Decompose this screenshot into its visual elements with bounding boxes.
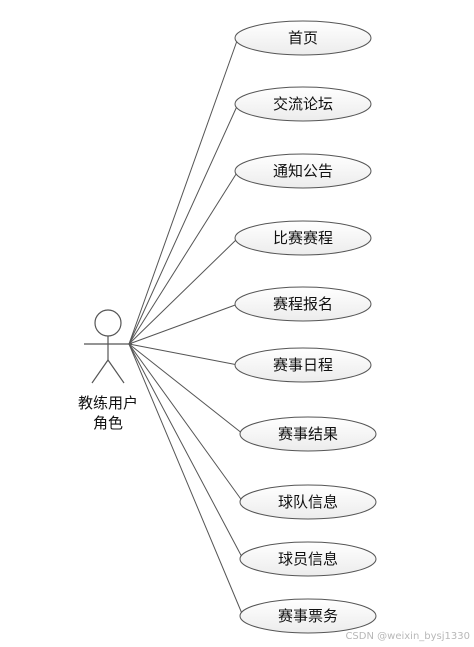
actor-name-line1: 教练用户 bbox=[78, 394, 138, 412]
use-case-ellipse bbox=[239, 598, 377, 634]
use-case-ellipse bbox=[234, 286, 372, 322]
watermark: CSDN @weixin_bysj1330 bbox=[345, 631, 470, 642]
use-case-label: 球队信息 bbox=[278, 493, 338, 511]
association-line bbox=[128, 343, 244, 617]
association-line bbox=[128, 237, 239, 345]
use-case-label: 赛事日程 bbox=[273, 356, 333, 374]
actor-left-leg bbox=[91, 359, 109, 384]
use-case-label: 赛事票务 bbox=[278, 607, 338, 625]
association-line bbox=[128, 343, 244, 560]
use-case-label: 交流论坛 bbox=[273, 95, 333, 113]
use-case: 首页 bbox=[234, 20, 372, 56]
association-line bbox=[128, 343, 239, 366]
use-case-ellipse bbox=[239, 484, 377, 520]
use-case-ellipse bbox=[239, 416, 377, 452]
use-case: 球员信息 bbox=[239, 541, 377, 577]
use-case-ellipse bbox=[234, 220, 372, 256]
use-case: 赛事结果 bbox=[239, 416, 377, 452]
use-case: 比赛赛程 bbox=[234, 220, 372, 256]
use-case-label: 赛程报名 bbox=[273, 295, 333, 313]
association-line bbox=[128, 170, 239, 345]
use-case-label: 球员信息 bbox=[278, 550, 338, 568]
association-lines bbox=[128, 37, 244, 617]
use-case-label: 比赛赛程 bbox=[273, 229, 333, 247]
use-case: 赛事票务 bbox=[239, 598, 377, 634]
use-case-ellipse bbox=[234, 20, 372, 56]
use-case-label: 赛事结果 bbox=[278, 425, 338, 443]
association-line bbox=[128, 37, 239, 345]
use-case: 赛事日程 bbox=[234, 347, 372, 383]
use-case-ellipse bbox=[234, 86, 372, 122]
actor-name-line2: 角色 bbox=[93, 414, 123, 432]
actor-right-leg bbox=[107, 359, 125, 384]
association-line bbox=[128, 343, 244, 435]
association-line bbox=[128, 303, 239, 345]
association-line bbox=[128, 103, 239, 345]
association-line bbox=[128, 343, 244, 503]
use-case-label: 通知公告 bbox=[273, 162, 333, 180]
use-case: 赛程报名 bbox=[234, 286, 372, 322]
use-case-ellipse bbox=[239, 541, 377, 577]
use-case: 通知公告 bbox=[234, 153, 372, 189]
use-case-ellipse bbox=[234, 153, 372, 189]
use-case: 球队信息 bbox=[239, 484, 377, 520]
use-case-label: 首页 bbox=[288, 29, 318, 47]
actor-head bbox=[94, 309, 122, 337]
use-case-ellipse bbox=[234, 347, 372, 383]
actor-figure: 教练用户 角色 bbox=[78, 309, 138, 432]
use-case: 交流论坛 bbox=[234, 86, 372, 122]
